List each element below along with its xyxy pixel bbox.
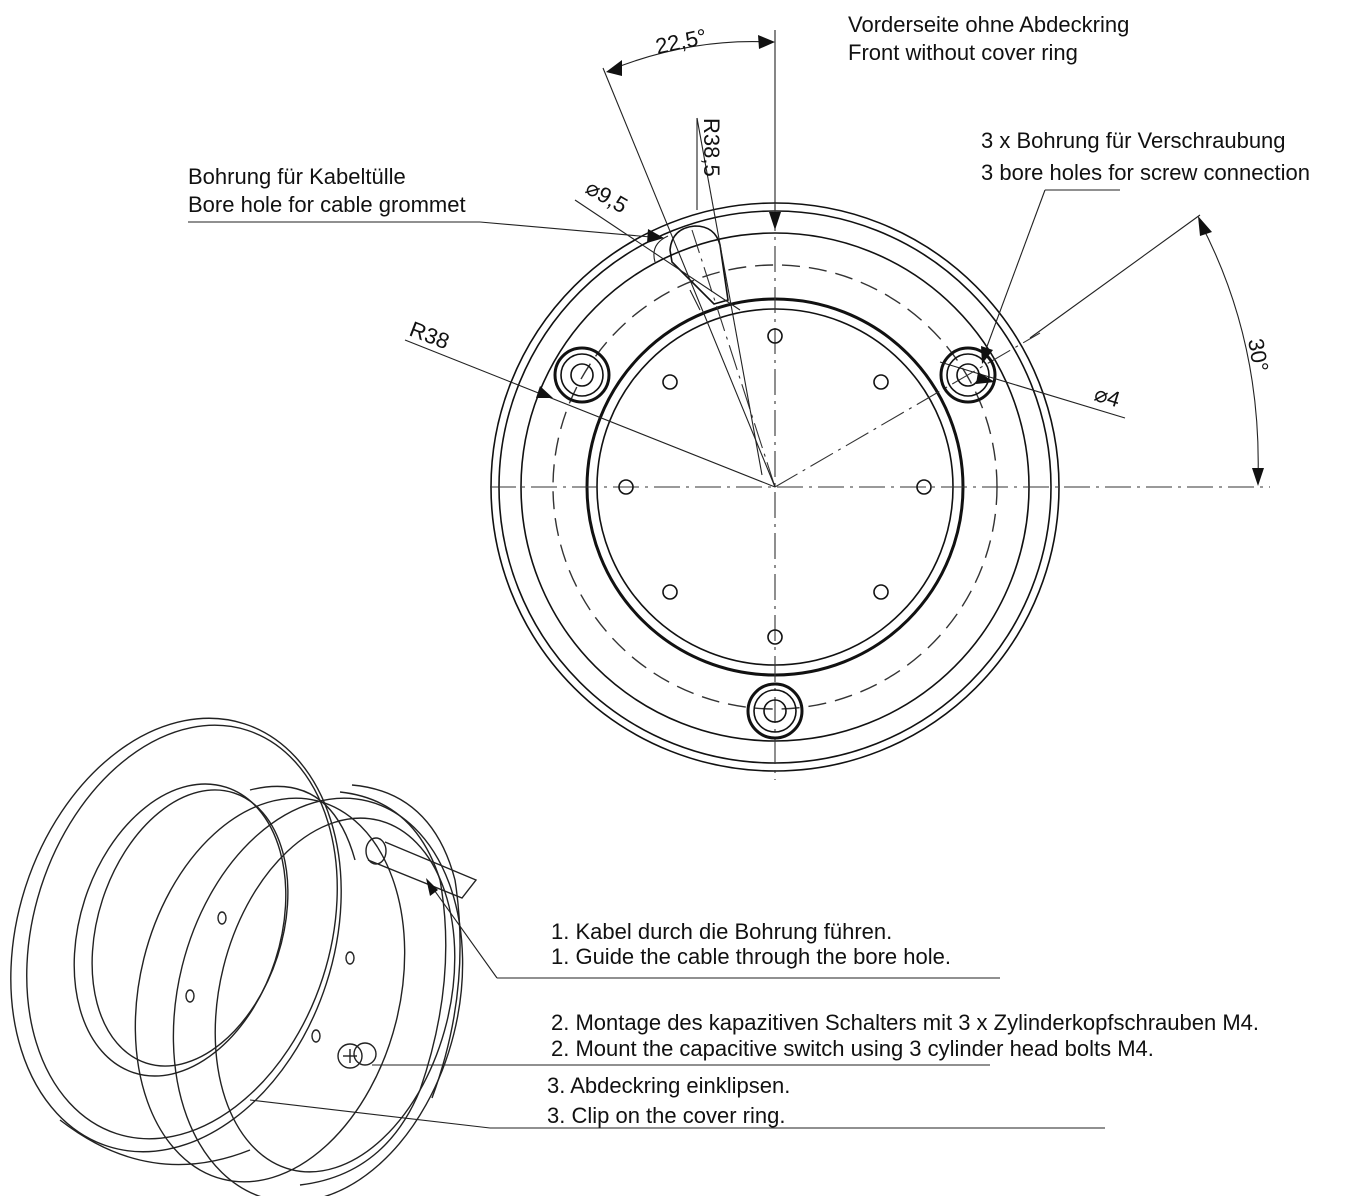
screw-boss-left [553,346,611,404]
grommet-diameter-dimension: ⌀9,5 [574,175,741,311]
inner-hole [767,629,783,645]
grommet-callout-leader [479,221,663,239]
step-2-de: 2. Montage des kapazitiven Schalters mit… [551,1010,1259,1035]
cable-grommet-hole [653,225,729,311]
grommet-center-line [691,229,776,488]
flange [134,797,406,1183]
screw-callout-de: 3 x Bohrung für Verschraubung [981,128,1286,153]
inner-hole [662,374,678,390]
inner-hole-pattern [618,328,932,645]
step-1-en: 1. Guide the cable through the bore hole… [551,944,951,969]
angle-30-label: 30° [1243,337,1273,374]
grommet-callout-en: Bore hole for cable grommet [188,192,466,217]
screw-callout-en: 3 bore holes for screw connection [981,160,1310,185]
grommet-diameter-label: ⌀9,5 [582,175,632,219]
inner-hole [873,584,889,600]
radius-38-5-label: R38,5 [699,118,724,177]
grommet-callout-de: Bohrung für Kabeltülle [188,164,406,189]
isometric-assembly-view [10,717,478,1201]
inner-hole [916,479,932,495]
thirty-degree-center-line [774,332,1041,488]
angle-dimension-top: 22,5° [602,24,781,488]
inner-hole [873,374,889,390]
front-view: 22,5° R38,5 ⌀9,5 R38 ⌀4 [188,24,1273,780]
step-1-leader [426,879,498,979]
front-view-title-en: Front without cover ring [848,40,1078,65]
inner-hole [618,479,634,495]
screw-boss-bottom [746,682,804,740]
step-1-de: 1. Kabel durch die Bohrung führen. [551,919,892,944]
screw-diameter-dimension: ⌀4 [939,361,1126,419]
step-3-en: 3. Clip on the cover ring. [547,1103,785,1128]
radius-38-5-dimension: R38,5 [696,117,763,476]
angle-dimension-right: 30° [1029,214,1273,486]
switch-body-side [299,791,447,1186]
step-3-leader [249,1099,491,1129]
cover-ring-inner [73,783,287,1077]
cover-ring-outer [10,717,342,1153]
cable-stub [367,841,478,899]
step-2-en: 2. Mount the capacitive switch using 3 c… [551,1036,1154,1061]
inner-hole [662,584,678,600]
radius-38-label: R38 [406,316,453,354]
front-view-title-de: Vorderseite ohne Abdeckring [848,12,1129,37]
screw-diameter-label: ⌀4 [1092,381,1124,412]
step-3-de: 3. Abdeckring einklipsen. [547,1073,790,1098]
inner-hole [767,328,783,344]
screw-boss-right [939,346,997,404]
screw-callout-leader [981,189,1046,361]
angle-22-5-label: 22,5° [653,24,709,59]
cylinder-head-bolt [337,1043,363,1069]
